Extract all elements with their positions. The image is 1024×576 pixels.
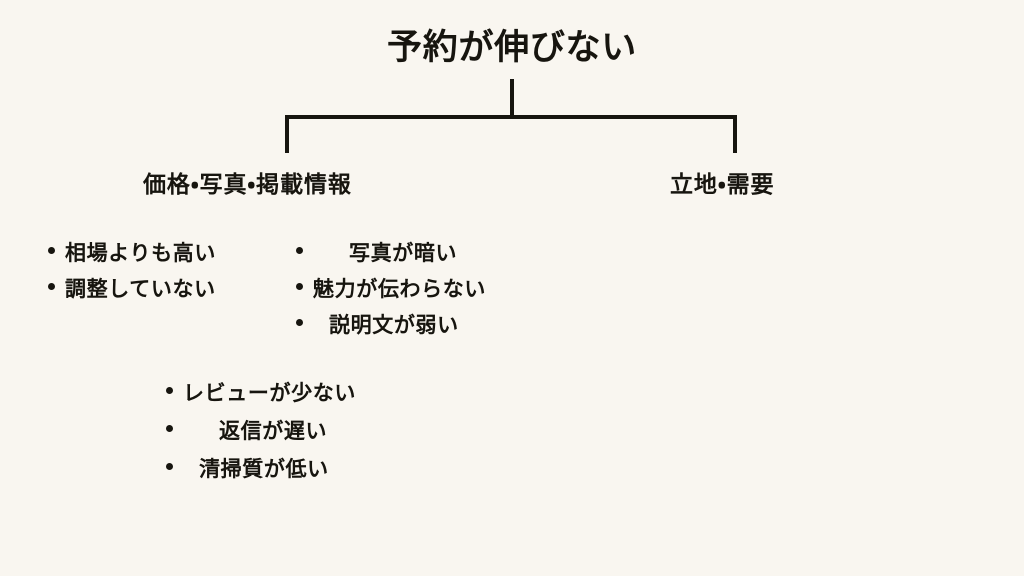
list-item-label: 調整していない	[65, 277, 216, 301]
list-item: 相場よりも高い	[48, 243, 216, 264]
bullet-dot-icon	[166, 387, 173, 394]
bullet-dot-icon	[296, 247, 303, 254]
list-item-label: 返信が遅い	[219, 419, 328, 443]
bullet-dot-icon	[48, 283, 55, 290]
list-item: 調整していない	[48, 279, 216, 300]
page-title: 予約が伸びない	[387, 28, 637, 68]
list-item: 魅力が伝わらない	[296, 279, 486, 300]
list-item-label: 相場よりも高い	[65, 241, 216, 265]
list-item-label: 説明文が弱い	[329, 313, 459, 337]
list-item-label: 清掃質が低い	[199, 457, 329, 481]
list-item: 説明文が弱い	[296, 315, 486, 336]
bullet-dot-icon	[166, 463, 173, 470]
list-item-label: レビューが少ない	[183, 381, 357, 405]
bullet-list-review: レビューが少ない 返信が遅い 清掃質が低い	[166, 383, 356, 497]
branch-label-price-photo-listing: 価格・写真・掲載情報	[143, 172, 352, 198]
list-item-label: 写真が暗い	[349, 241, 458, 265]
list-item: 写真が暗い	[296, 243, 486, 264]
bullet-dot-icon	[48, 247, 55, 254]
list-item-label: 魅力が伝わらない	[313, 277, 487, 301]
bullet-list-price: 相場よりも高い 調整していない	[48, 243, 216, 315]
bullet-dot-icon	[166, 425, 173, 432]
list-item: 清掃質が低い	[166, 459, 356, 480]
bullet-dot-icon	[296, 319, 303, 326]
branch-label-location-demand: 立地・需要	[670, 172, 775, 198]
bullet-list-photo: 写真が暗い 魅力が伝わらない 説明文が弱い	[296, 243, 486, 351]
list-item: 返信が遅い	[166, 421, 356, 442]
bullet-dot-icon	[296, 283, 303, 290]
list-item: レビューが少ない	[166, 383, 356, 404]
